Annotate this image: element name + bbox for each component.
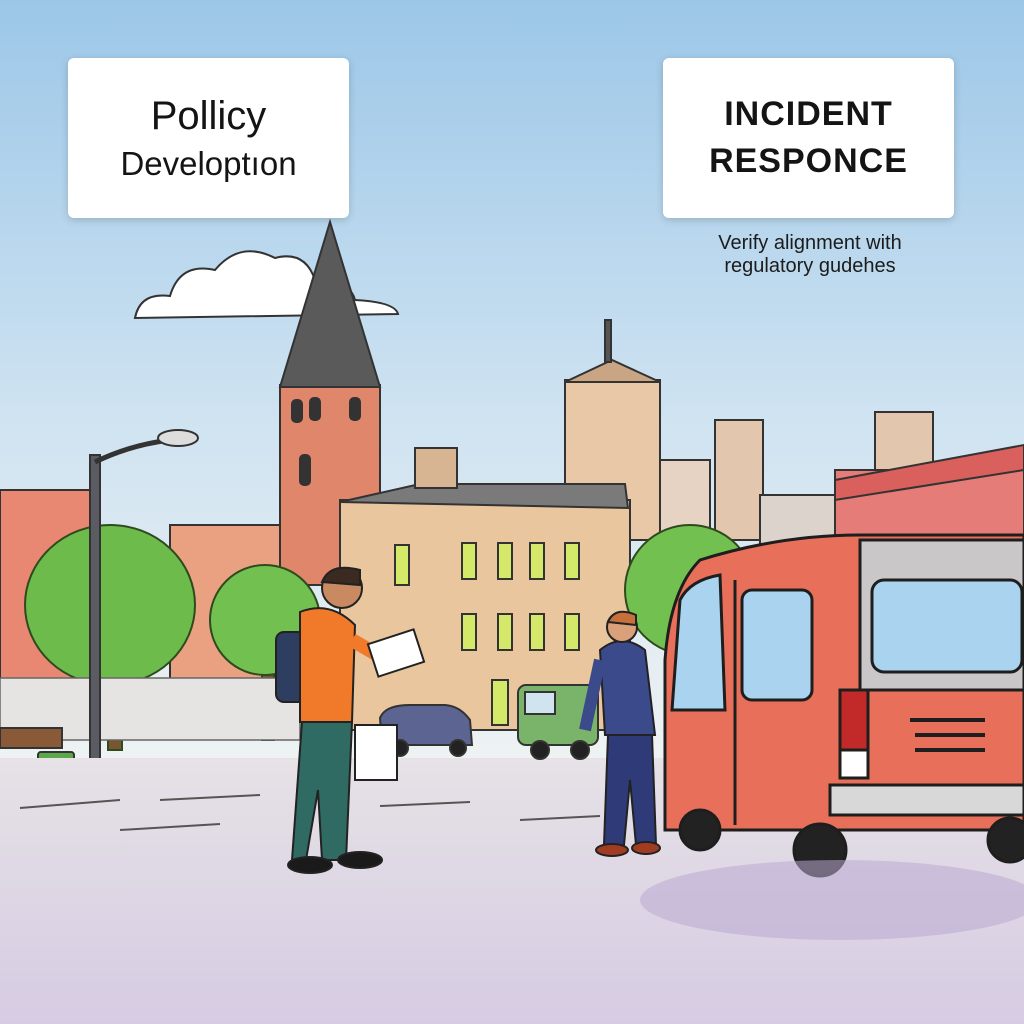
man-with-clipboard	[275, 566, 426, 874]
incident-response-label: INCIDENT RESPONCE	[663, 58, 954, 218]
van-shadow	[640, 860, 1024, 940]
caption-line2: regulatory gudehes	[724, 255, 896, 277]
road-markings	[19, 794, 601, 831]
incident-label-line2: RESPONCE	[709, 142, 908, 180]
caption-text: Verify alignment with regulatory gudehes	[680, 232, 940, 278]
man-in-suit	[579, 610, 661, 857]
red-van	[663, 533, 1024, 878]
policy-development-label: Pollicy Developtıon	[68, 58, 349, 218]
policy-label-line1: Pollicy	[150, 94, 267, 139]
policy-label-line2: Developtıon	[120, 145, 297, 183]
bench	[0, 727, 63, 749]
church-tower	[278, 218, 382, 586]
green-van	[517, 684, 599, 760]
building-windows	[394, 542, 580, 726]
caption-line1: Verify alignment with	[718, 232, 902, 254]
incident-label-line1: INCIDENT	[724, 94, 893, 133]
